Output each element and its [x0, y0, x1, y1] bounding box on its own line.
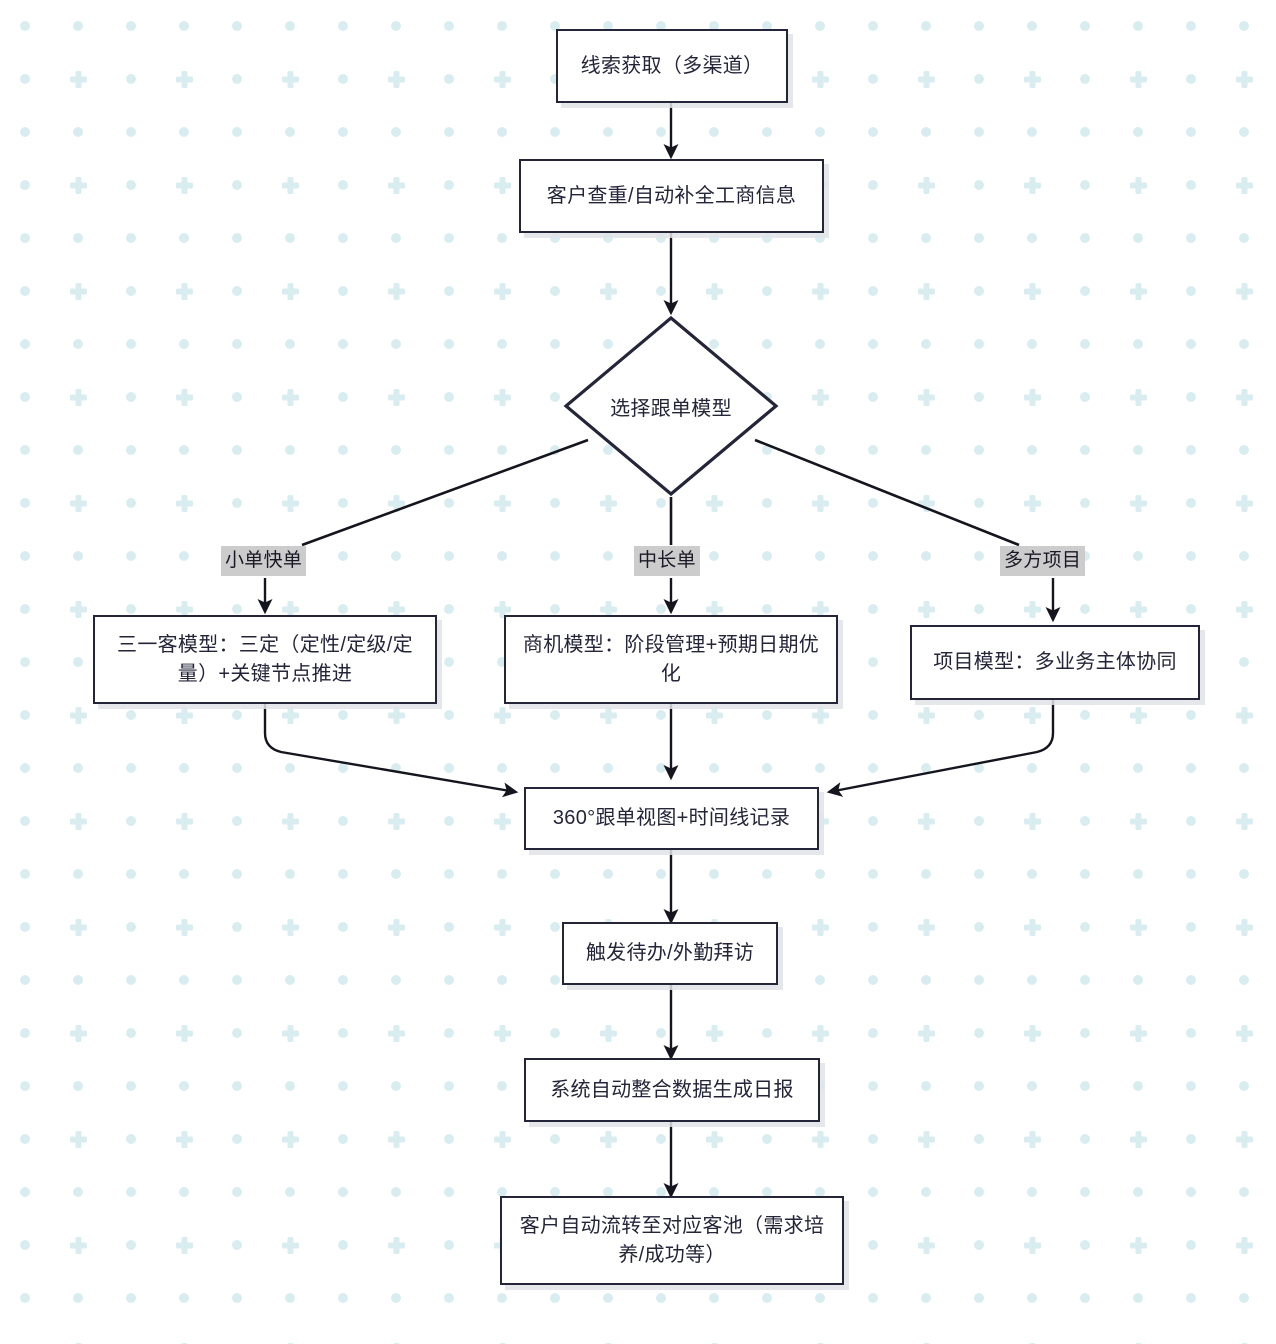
node-label: 触发待办/外勤拜访	[585, 942, 755, 965]
node-project-model[interactable]: 项目模型：多业务主体协同	[910, 625, 1200, 700]
node-label: 360°跟单视图+时间线记录	[552, 807, 791, 830]
edge-label-text: 中长单	[638, 550, 696, 571]
node-label: 三一客模型：三定（定性/定级/定量）+关键节点推进	[117, 634, 413, 685]
node-label: 选择跟单模型	[610, 397, 732, 420]
edge-label-small-fast-order: 小单快单	[221, 546, 307, 576]
edge-label-multiparty-project: 多方项目	[1000, 546, 1086, 576]
edge-label-text: 小单快单	[225, 550, 303, 571]
node-trigger-todo-visit[interactable]: 触发待办/外勤拜访	[562, 922, 778, 985]
node-label: 商机模型：阶段管理+预期日期优化	[522, 634, 820, 685]
node-opportunity-model[interactable]: 商机模型：阶段管理+预期日期优化	[504, 615, 838, 704]
node-label: 项目模型：多业务主体协同	[933, 651, 1177, 674]
node-lead-acquisition[interactable]: 线索获取（多渠道）	[556, 29, 788, 103]
node-customer-dedupe[interactable]: 客户查重/自动补全工商信息	[519, 159, 824, 233]
node-sanyike-model[interactable]: 三一客模型：三定（定性/定级/定量）+关键节点推进	[93, 615, 437, 704]
node-label: 客户查重/自动补全工商信息	[546, 184, 797, 207]
node-label: 系统自动整合数据生成日报	[550, 1078, 794, 1101]
edge-label-mid-long-order: 中长单	[634, 546, 700, 576]
node-customer-pool-transfer[interactable]: 客户自动流转至对应客池（需求培养/成功等）	[500, 1196, 844, 1285]
node-select-model[interactable]: 选择跟单模型	[563, 315, 779, 497]
node-label: 线索获取（多渠道）	[580, 54, 764, 77]
node-label: 客户自动流转至对应客池（需求培养/成功等）	[519, 1215, 825, 1266]
node-auto-daily-report[interactable]: 系统自动整合数据生成日报	[524, 1058, 820, 1122]
node-360-view[interactable]: 360°跟单视图+时间线记录	[524, 787, 819, 850]
edge-label-text: 多方项目	[1004, 550, 1082, 571]
